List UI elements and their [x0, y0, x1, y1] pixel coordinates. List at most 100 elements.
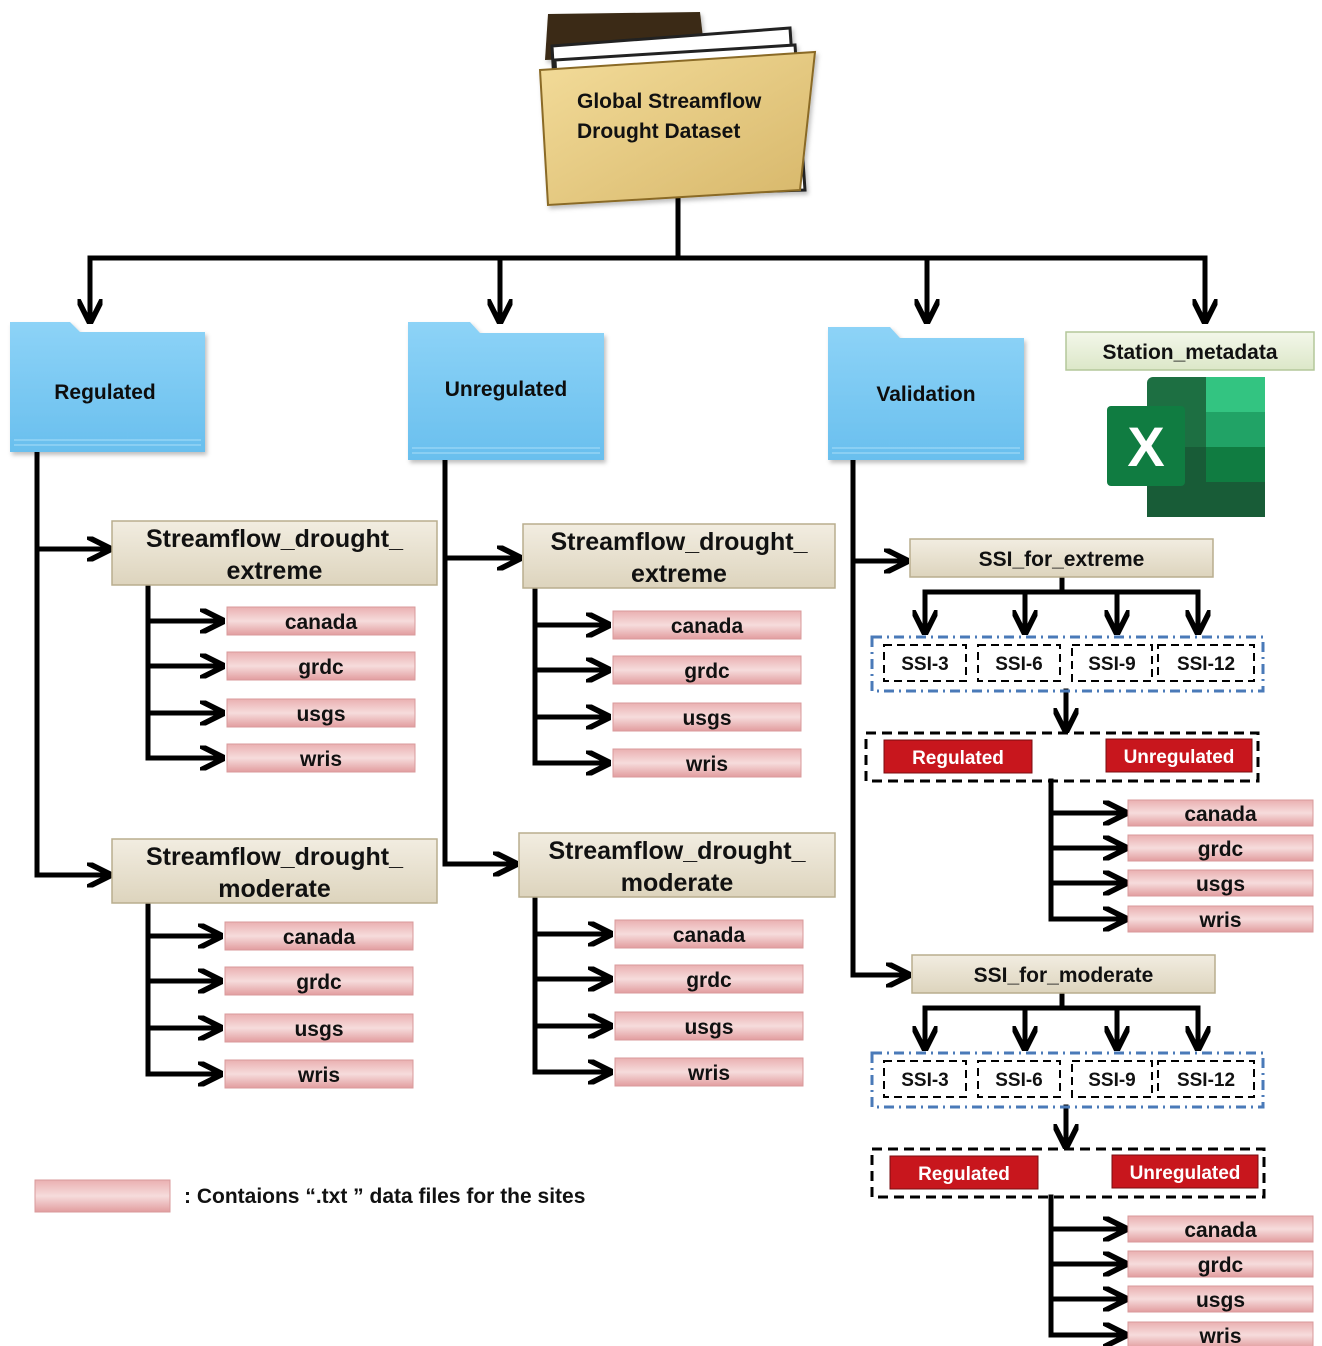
- ssi-extreme-header-label: SSI_for_extreme: [979, 548, 1145, 571]
- ssi-moderate-region-canada[interactable]: [1127, 1215, 1314, 1243]
- ssi-moderate-ssi-3[interactable]: [883, 1060, 967, 1098]
- unregulated-extreme-region-canada-label: canada: [671, 615, 744, 638]
- ssi-extreme-region-usgs-label: usgs: [1196, 873, 1245, 896]
- unregulated-extreme-region-usgs[interactable]: [612, 702, 802, 732]
- ssi-extreme-ssi-12-label: SSI-12: [1177, 654, 1235, 675]
- ssi-extreme-ssi-12[interactable]: [1157, 644, 1255, 682]
- ssi-moderate-region-wris[interactable]: [1127, 1321, 1314, 1346]
- unregulated-extreme-region-wris[interactable]: [612, 748, 802, 778]
- regulated-extreme-header-line1: Streamflow_drought_: [146, 525, 404, 553]
- ssi-moderate-region-usgs[interactable]: [1127, 1285, 1314, 1313]
- unregulated-extreme-header-line2: extreme: [631, 560, 727, 588]
- unregulated-moderate-region-canada[interactable]: [614, 919, 804, 949]
- ssi-extreme-ssi-3[interactable]: [883, 644, 967, 682]
- station-metadata-label: Station_metadata: [1102, 341, 1277, 364]
- unregulated-moderate-header-line2: moderate: [621, 869, 734, 897]
- ssi-extreme-region-canada-label: canada: [1184, 803, 1257, 826]
- ssi-moderate-region-canada-label: canada: [1184, 1219, 1257, 1242]
- ssi-moderate-unregulated-label: Unregulated: [1130, 1163, 1241, 1184]
- ssi-moderate-header-label: SSI_for_moderate: [974, 964, 1154, 987]
- regulated-extreme-region-canada[interactable]: [226, 606, 416, 636]
- unregulated-moderate-header-line1: Streamflow_drought_: [549, 837, 807, 865]
- ssi-moderate-region-grdc-label: grdc: [1198, 1254, 1244, 1277]
- ssi-moderate-ssi-group-box: [870, 1051, 1265, 1109]
- ssi-moderate-type-group-box: [870, 1147, 1266, 1199]
- regulated-extreme-region-grdc-label: grdc: [298, 656, 344, 679]
- ssi-extreme-regulated-label: Regulated: [912, 748, 1004, 769]
- ssi-extreme-unregulated-box[interactable]: [1105, 738, 1253, 773]
- unregulated-moderate-header-box[interactable]: [518, 832, 836, 898]
- ssi-moderate-ssi-9[interactable]: [1071, 1060, 1153, 1098]
- ssi-moderate-regulated-box[interactable]: [889, 1155, 1039, 1190]
- unregulated-extreme-region-usgs-label: usgs: [682, 707, 731, 730]
- unregulated-moderate-region-grdc[interactable]: [614, 964, 804, 994]
- regulated-moderate-region-grdc[interactable]: [224, 966, 414, 996]
- regulated-moderate-header-line2: moderate: [218, 875, 331, 903]
- ssi-moderate-unregulated-box[interactable]: [1111, 1154, 1259, 1189]
- regulated-moderate-region-usgs[interactable]: [224, 1013, 414, 1043]
- regulated-extreme-region-grdc[interactable]: [226, 651, 416, 681]
- ssi-moderate-ssi-12[interactable]: [1157, 1060, 1255, 1098]
- unregulated-moderate-region-wris[interactable]: [614, 1057, 804, 1087]
- unregulated-extreme-region-grdc-label: grdc: [684, 660, 730, 683]
- ssi-extreme-region-wris[interactable]: [1127, 905, 1314, 933]
- folder-unregulated[interactable]: Unregulated: [408, 322, 604, 460]
- ssi-extreme-ssi-group-box: [870, 635, 1265, 693]
- regulated-extreme-region-wris-label: wris: [299, 748, 342, 771]
- unregulated-moderate-region-grdc-label: grdc: [686, 969, 732, 992]
- folder-validation-label: Validation: [876, 383, 975, 406]
- unregulated-moderate-region-canada-label: canada: [673, 924, 746, 947]
- ssi-extreme-header-box[interactable]: [909, 538, 1214, 578]
- excel-icon[interactable]: X: [1107, 377, 1265, 517]
- ssi-moderate-ssi-3-label: SSI-3: [901, 1070, 949, 1091]
- legend-text: : Contaions “.txt ” data files for the s…: [184, 1185, 585, 1208]
- regulated-moderate-region-usgs-label: usgs: [294, 1018, 343, 1041]
- regulated-extreme-region-usgs[interactable]: [226, 698, 416, 728]
- ssi-extreme-regulated-box[interactable]: [883, 739, 1033, 774]
- unregulated-extreme-region-grdc[interactable]: [612, 655, 802, 685]
- ssi-moderate-region-usgs-label: usgs: [1196, 1289, 1245, 1312]
- generated-elements: Streamflow_drought_extremecanadagrdcusgs…: [34, 520, 1314, 1346]
- regulated-extreme-region-wris[interactable]: [226, 743, 416, 773]
- ssi-extreme-region-grdc-label: grdc: [1198, 838, 1244, 861]
- unregulated-extreme-region-canada[interactable]: [612, 610, 802, 640]
- ssi-extreme-ssi-3-label: SSI-3: [901, 654, 949, 675]
- ssi-moderate-region-wris-label: wris: [1198, 1325, 1241, 1346]
- folder-regulated[interactable]: Regulated: [10, 322, 205, 452]
- ssi-moderate-ssi-9-label: SSI-9: [1088, 1070, 1136, 1091]
- ssi-extreme-ssi-6-label: SSI-6: [995, 654, 1043, 675]
- legend-swatch: [34, 1179, 171, 1213]
- root-title-line1: Global Streamflow: [577, 90, 762, 113]
- regulated-extreme-region-canada-label: canada: [285, 611, 358, 634]
- ssi-extreme-unregulated-label: Unregulated: [1124, 747, 1235, 768]
- unregulated-extreme-header-box[interactable]: [522, 523, 836, 589]
- regulated-moderate-region-canada[interactable]: [224, 921, 414, 951]
- regulated-moderate-region-grdc-label: grdc: [296, 971, 342, 994]
- unregulated-moderate-region-wris-label: wris: [687, 1062, 730, 1085]
- unregulated-moderate-region-usgs-label: usgs: [684, 1016, 733, 1039]
- station-metadata-box[interactable]: [1065, 331, 1315, 371]
- ssi-extreme-type-group-box: [864, 731, 1260, 783]
- ssi-extreme-region-grdc[interactable]: [1127, 834, 1314, 862]
- folder-validation[interactable]: Validation: [828, 327, 1024, 460]
- ssi-extreme-ssi-6[interactable]: [977, 644, 1061, 682]
- ssi-moderate-region-grdc[interactable]: [1127, 1250, 1314, 1278]
- regulated-moderate-header-box[interactable]: [111, 838, 438, 904]
- ssi-moderate-header-box[interactable]: [911, 954, 1216, 994]
- regulated-moderate-region-wris-label: wris: [297, 1064, 340, 1087]
- ssi-moderate-ssi-6[interactable]: [977, 1060, 1061, 1098]
- regulated-moderate-region-wris[interactable]: [224, 1059, 414, 1089]
- ssi-extreme-ssi-9[interactable]: [1071, 644, 1153, 682]
- ssi-moderate-regulated-label: Regulated: [918, 1164, 1010, 1185]
- ssi-moderate-ssi-6-label: SSI-6: [995, 1070, 1043, 1091]
- ssi-extreme-region-usgs[interactable]: [1127, 869, 1314, 897]
- unregulated-extreme-region-wris-label: wris: [685, 753, 728, 776]
- folder-unregulated-label: Unregulated: [445, 378, 568, 401]
- ssi-extreme-region-canada[interactable]: [1127, 799, 1314, 827]
- unregulated-moderate-region-usgs[interactable]: [614, 1011, 804, 1041]
- regulated-extreme-region-usgs-label: usgs: [296, 703, 345, 726]
- regulated-extreme-header-box[interactable]: [111, 520, 438, 586]
- folder-regulated-label: Regulated: [54, 381, 156, 404]
- ssi-moderate-ssi-12-label: SSI-12: [1177, 1070, 1235, 1091]
